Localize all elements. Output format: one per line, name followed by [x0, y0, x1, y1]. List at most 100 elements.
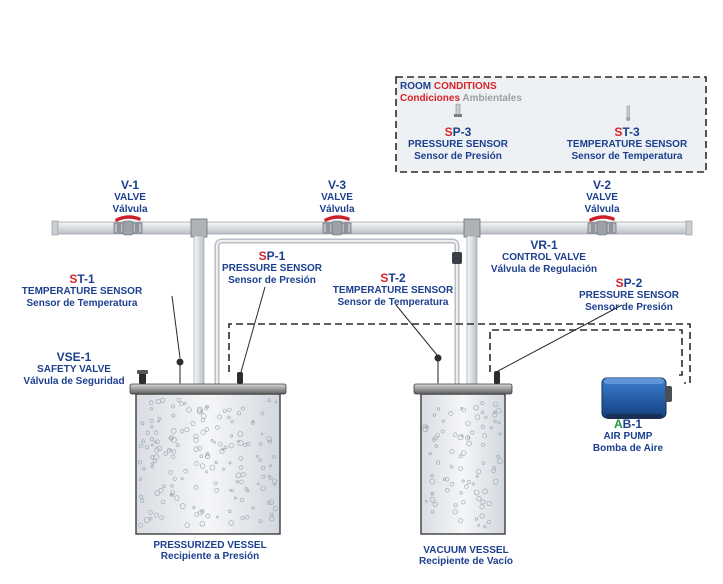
bubble — [258, 519, 263, 524]
bubble — [256, 455, 259, 458]
bubble — [428, 452, 432, 456]
bubble — [481, 443, 485, 447]
bubble — [223, 445, 228, 450]
bubble — [464, 484, 469, 489]
sp2-code-first: S — [615, 276, 624, 290]
sp3-name-en: PRESSURE SENSOR — [407, 139, 509, 151]
bubble — [259, 442, 263, 446]
bubble — [272, 478, 278, 484]
bubble — [228, 509, 232, 513]
bubble — [153, 512, 159, 518]
bubble — [431, 510, 435, 514]
bubble — [476, 496, 482, 502]
bubble — [483, 525, 487, 529]
st2-name-es: Sensor de Temperatura — [337, 296, 449, 308]
bubble — [429, 496, 436, 503]
st3-code-first: S — [614, 125, 623, 139]
sp2-code: P-2 — [623, 276, 643, 290]
bubble — [148, 400, 154, 405]
bubble — [204, 406, 209, 411]
valve-v2-icon — [587, 214, 617, 236]
bubble — [436, 407, 441, 411]
sp2-name-en: PRESSURE SENSOR — [578, 290, 680, 302]
sp2-sensor-icon — [494, 371, 500, 384]
bubble — [474, 414, 481, 420]
bubble — [171, 454, 176, 459]
bubble — [194, 512, 199, 517]
sp1-name-es: Sensor de Presión — [228, 274, 316, 286]
pressurized-vessel-body — [135, 393, 281, 535]
bubble — [237, 411, 242, 416]
bubble — [429, 478, 436, 485]
bubble — [268, 476, 273, 480]
bubble — [222, 467, 225, 471]
bubble — [433, 435, 439, 441]
signal-line-outer — [228, 323, 691, 384]
v3-name-es: Válvula — [319, 203, 355, 215]
bubble — [170, 427, 177, 434]
label-v1: V-1 VALVE Válvula — [112, 178, 147, 215]
bubble — [267, 474, 271, 478]
vr1-name-es: Válvula de Regulación — [490, 263, 598, 275]
bubble — [479, 504, 485, 510]
bubble — [434, 444, 438, 448]
bubble — [480, 410, 485, 415]
sp3-code: P-3 — [452, 125, 472, 139]
tee-fitting-left — [190, 218, 208, 238]
bubble — [163, 451, 168, 456]
bubble — [274, 400, 278, 404]
bubble — [237, 439, 240, 443]
bubble — [154, 490, 161, 496]
bubble — [493, 419, 497, 424]
bubble — [169, 436, 174, 441]
bubble — [175, 443, 180, 447]
st3-name-es: Sensor de Temperatura — [571, 150, 683, 162]
bubble — [482, 488, 488, 494]
bubble — [449, 449, 455, 455]
bubble — [272, 455, 276, 459]
bubble — [461, 500, 466, 505]
bubble — [444, 477, 450, 482]
v2-code: V-2 — [592, 178, 611, 192]
bubble — [227, 415, 231, 420]
vse1-name-es: Válvula de Seguridad — [23, 375, 125, 387]
st1-code: T-1 — [77, 272, 95, 286]
bubble — [210, 438, 214, 442]
bubble — [140, 498, 145, 503]
valve-v3-icon — [322, 214, 352, 236]
control-valve-vr1-icon — [452, 252, 462, 264]
bubble — [171, 437, 177, 443]
pressurized-vessel-en: PRESSURIZED VESSEL — [153, 540, 267, 551]
bubble — [461, 479, 465, 483]
bubble — [194, 461, 199, 467]
bubble — [214, 487, 220, 493]
vacuum-vessel-en: VACUUM VESSEL — [423, 545, 509, 556]
st3-code: T-3 — [622, 125, 640, 139]
safety-valve-vse1-icon — [139, 373, 146, 384]
bubble — [449, 465, 454, 469]
bubble — [155, 399, 161, 405]
bubble — [250, 420, 255, 425]
st2-code-first: S — [380, 271, 389, 285]
v3-code: V-3 — [327, 178, 346, 192]
bubble — [475, 468, 482, 475]
bubble — [498, 432, 502, 436]
bubble — [436, 460, 441, 465]
pipe-down-vacuum — [466, 235, 478, 387]
label-sp2: SP-2 PRESSURE SENSOR Sensor de Presión — [578, 276, 680, 313]
st1-code-first: S — [69, 272, 78, 286]
bubble — [269, 464, 272, 468]
label-vr1: VR-1 CONTROL VALVE Válvula de Regulación — [490, 238, 598, 275]
st2-name-en: TEMPERATURE SENSOR — [332, 285, 454, 297]
bubble — [168, 470, 174, 475]
bubble — [149, 516, 153, 521]
vr1-code: VR-1 — [530, 238, 558, 252]
bubble — [199, 463, 206, 469]
bubble — [465, 420, 471, 427]
vacuum-vessel-lid — [413, 383, 513, 395]
bubble — [162, 484, 166, 489]
bubble — [237, 440, 244, 447]
bubble — [193, 437, 199, 443]
bubble — [256, 482, 260, 486]
